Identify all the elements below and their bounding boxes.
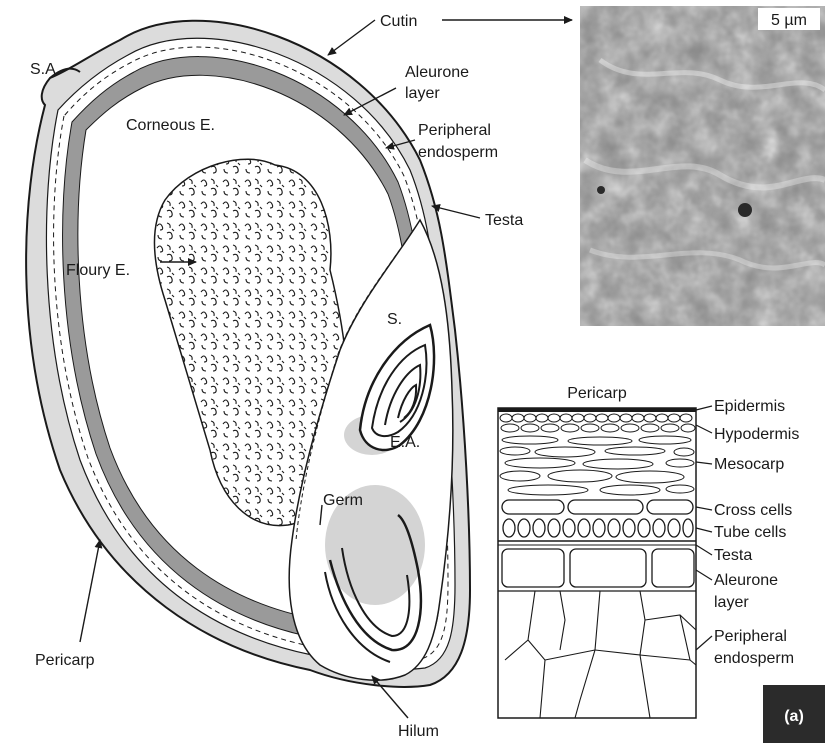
section-title: Pericarp — [567, 385, 627, 402]
panel-label: (a) — [784, 708, 804, 725]
label-peripheral: Peripheral — [418, 122, 491, 139]
panel-label-box: (a) — [763, 685, 825, 743]
pericarp-cross-section: Pericarp — [498, 385, 696, 718]
section-leaders — [696, 406, 712, 650]
layer-epidermis: Epidermis — [714, 398, 785, 415]
layer-tube-cells: Tube cells — [714, 524, 786, 541]
layer-aleurone-2: layer — [714, 594, 749, 611]
label-aleurone-2: layer — [405, 85, 440, 102]
label-testa: Testa — [485, 212, 523, 229]
label-corneous: Corneous E. — [126, 117, 215, 134]
label-floury: Floury E. — [66, 262, 130, 279]
layer-cross-cells: Cross cells — [714, 502, 792, 519]
layer-aleurone: Aleurone — [714, 572, 778, 589]
sem-micrograph: 5 µm — [580, 6, 825, 326]
scale-bar-label: 5 µm — [771, 12, 807, 29]
label-cutin: Cutin — [380, 13, 417, 30]
label-aleurone: Aleurone — [405, 64, 469, 81]
layer-endosperm: endosperm — [714, 650, 794, 667]
label-peripheral-2: endosperm — [418, 144, 498, 161]
label-sa: S.A — [30, 61, 56, 78]
label-scutellum: S. — [387, 311, 402, 328]
label-embryonic-axis: E.A. — [390, 434, 420, 451]
layer-peripheral: Peripheral — [714, 628, 787, 645]
label-hilum: Hilum — [398, 723, 439, 740]
layer-testa: Testa — [714, 547, 752, 564]
label-pericarp: Pericarp — [35, 652, 95, 669]
layer-mesocarp: Mesocarp — [714, 456, 784, 473]
label-germ: Germ — [323, 492, 363, 509]
layer-hypodermis: Hypodermis — [714, 426, 799, 443]
